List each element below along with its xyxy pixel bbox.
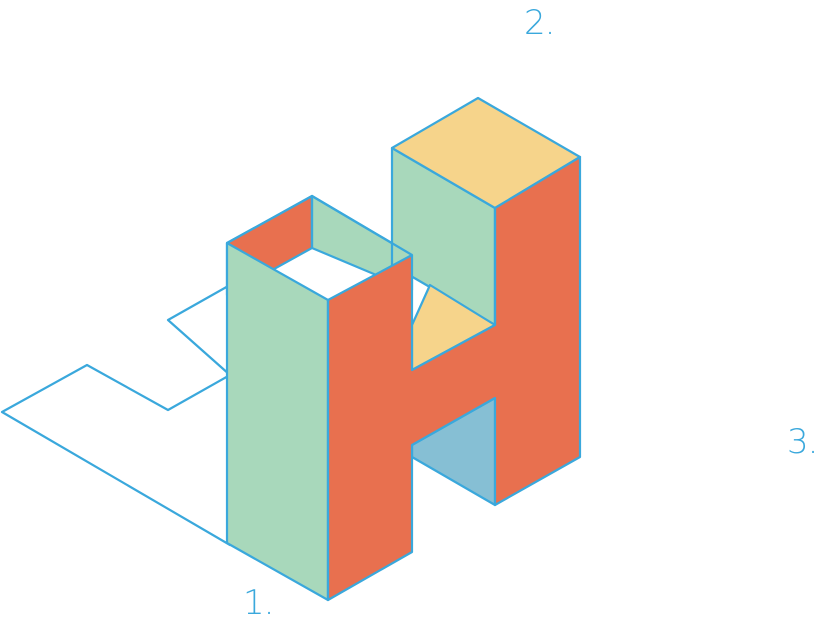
floor-shadow-outline	[0, 283, 232, 547]
view-label-3: 3.	[787, 422, 818, 462]
view-label-2: 2.	[524, 3, 555, 43]
view-label-1: 1.	[243, 583, 274, 623]
left-pillar-side-face	[225, 241, 330, 602]
h-front-face	[326, 155, 582, 602]
